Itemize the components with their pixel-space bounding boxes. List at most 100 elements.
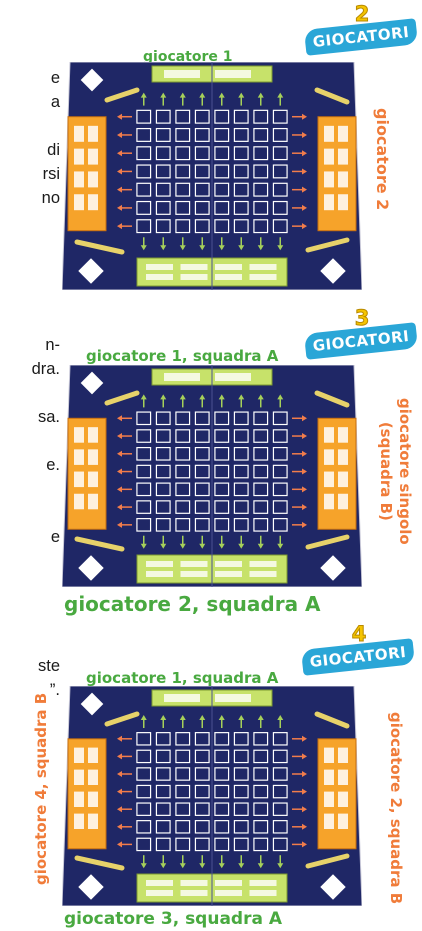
rack-slot [324,171,334,188]
players-count: 2 [354,2,370,27]
grid-cell [233,446,249,461]
grid-cell [214,820,230,834]
rack-slot [324,493,334,510]
arrow-head [160,715,167,720]
tile-slot [215,274,242,280]
grid-cell [194,767,210,781]
arrow-head [117,788,122,795]
rack-slot [338,194,348,211]
text-fragment-line: no [41,189,60,207]
rack-slot [324,791,334,807]
arrow-head [218,863,225,869]
arrow-head [160,92,167,98]
text-fragment-line [0,114,60,138]
grid-cell [136,749,152,764]
tile-slot [164,373,200,381]
text-fragment-line [0,477,60,501]
players-label: GIOCATORI [303,18,419,56]
rack-slot [88,471,98,488]
grid-cell [136,429,152,443]
grid-cell [175,164,191,179]
grid-cell [214,767,230,781]
arrow-head [277,394,284,400]
grid-cell [175,219,191,234]
grid-cell [155,411,171,426]
players-badge: 3 GIOCATORI [303,306,422,360]
grid-cell [155,464,171,479]
grid-cell [253,200,269,215]
grid-cell [233,164,249,179]
arrow-head [117,823,122,830]
grid-cell [253,500,269,514]
tile-slot [180,571,208,577]
arrow-head [257,863,264,869]
players-label: GIOCATORI [303,322,419,360]
grid-cell [194,784,210,799]
grid-cell [194,127,210,142]
grid-cell [233,749,249,764]
rack-slot [88,813,98,829]
arrow-head [277,92,284,98]
corner-marker [78,258,104,284]
tile-slot [146,274,173,280]
grid-cell [194,500,210,514]
arrow-head [140,543,147,549]
grid-cell [214,200,230,215]
grid-cell [175,837,191,852]
grid-cell [136,518,152,532]
player-label-top: giocatore 1, squadra A [86,669,279,687]
arrow-head [302,521,307,528]
pencil [74,536,125,552]
arrow-head [140,245,147,251]
grid-cell [155,164,171,179]
grid-cell [272,127,288,142]
tile-slot [215,571,242,577]
grid-cell [194,411,210,426]
text-fragment-line [0,429,60,453]
grid-cell [155,732,171,746]
grid-cell [233,732,249,746]
arrow-head [277,863,284,869]
arrow-head [117,450,122,457]
grid-cell [214,749,230,764]
grid-cell [175,182,191,197]
game-board [62,62,362,290]
player-label-right: giocatore singolo(squadra B) [376,398,414,545]
rack-slot [74,471,84,488]
rack-slot [338,769,348,785]
rack-slot [324,747,334,763]
grid-cell [175,802,191,816]
arrow-head [140,394,147,400]
arrow-head [257,715,264,720]
text-fragment-line: di [47,141,60,159]
arrow-head [199,863,206,869]
grid-cell [155,182,171,197]
pencil [305,853,350,869]
grid-cell [136,837,152,852]
grid-cell [194,518,210,532]
grid-cell [253,446,269,461]
rack-slot [88,769,98,785]
tile-slot [249,264,277,270]
grid-cell [253,219,269,234]
rack-slot [88,449,98,465]
arrow-head [117,841,122,848]
players-count: 4 [351,622,367,647]
grid-cell [155,820,171,834]
arrow-head [140,715,147,720]
grid-cell [136,109,152,124]
grid-cell [194,802,210,816]
grid-cell [253,146,269,161]
tile-slot [215,890,242,896]
tile-slot [146,561,173,567]
rack-slot [74,427,84,443]
grid-cell [155,802,171,816]
text-fragment-line: a [50,93,60,111]
grid-cell [214,802,230,816]
tile-slot [164,70,200,78]
tile-slot [249,880,277,886]
grid-cell [253,784,269,799]
arrow-head [160,543,167,549]
grid-cell [136,446,152,461]
arrow-head [257,394,264,400]
